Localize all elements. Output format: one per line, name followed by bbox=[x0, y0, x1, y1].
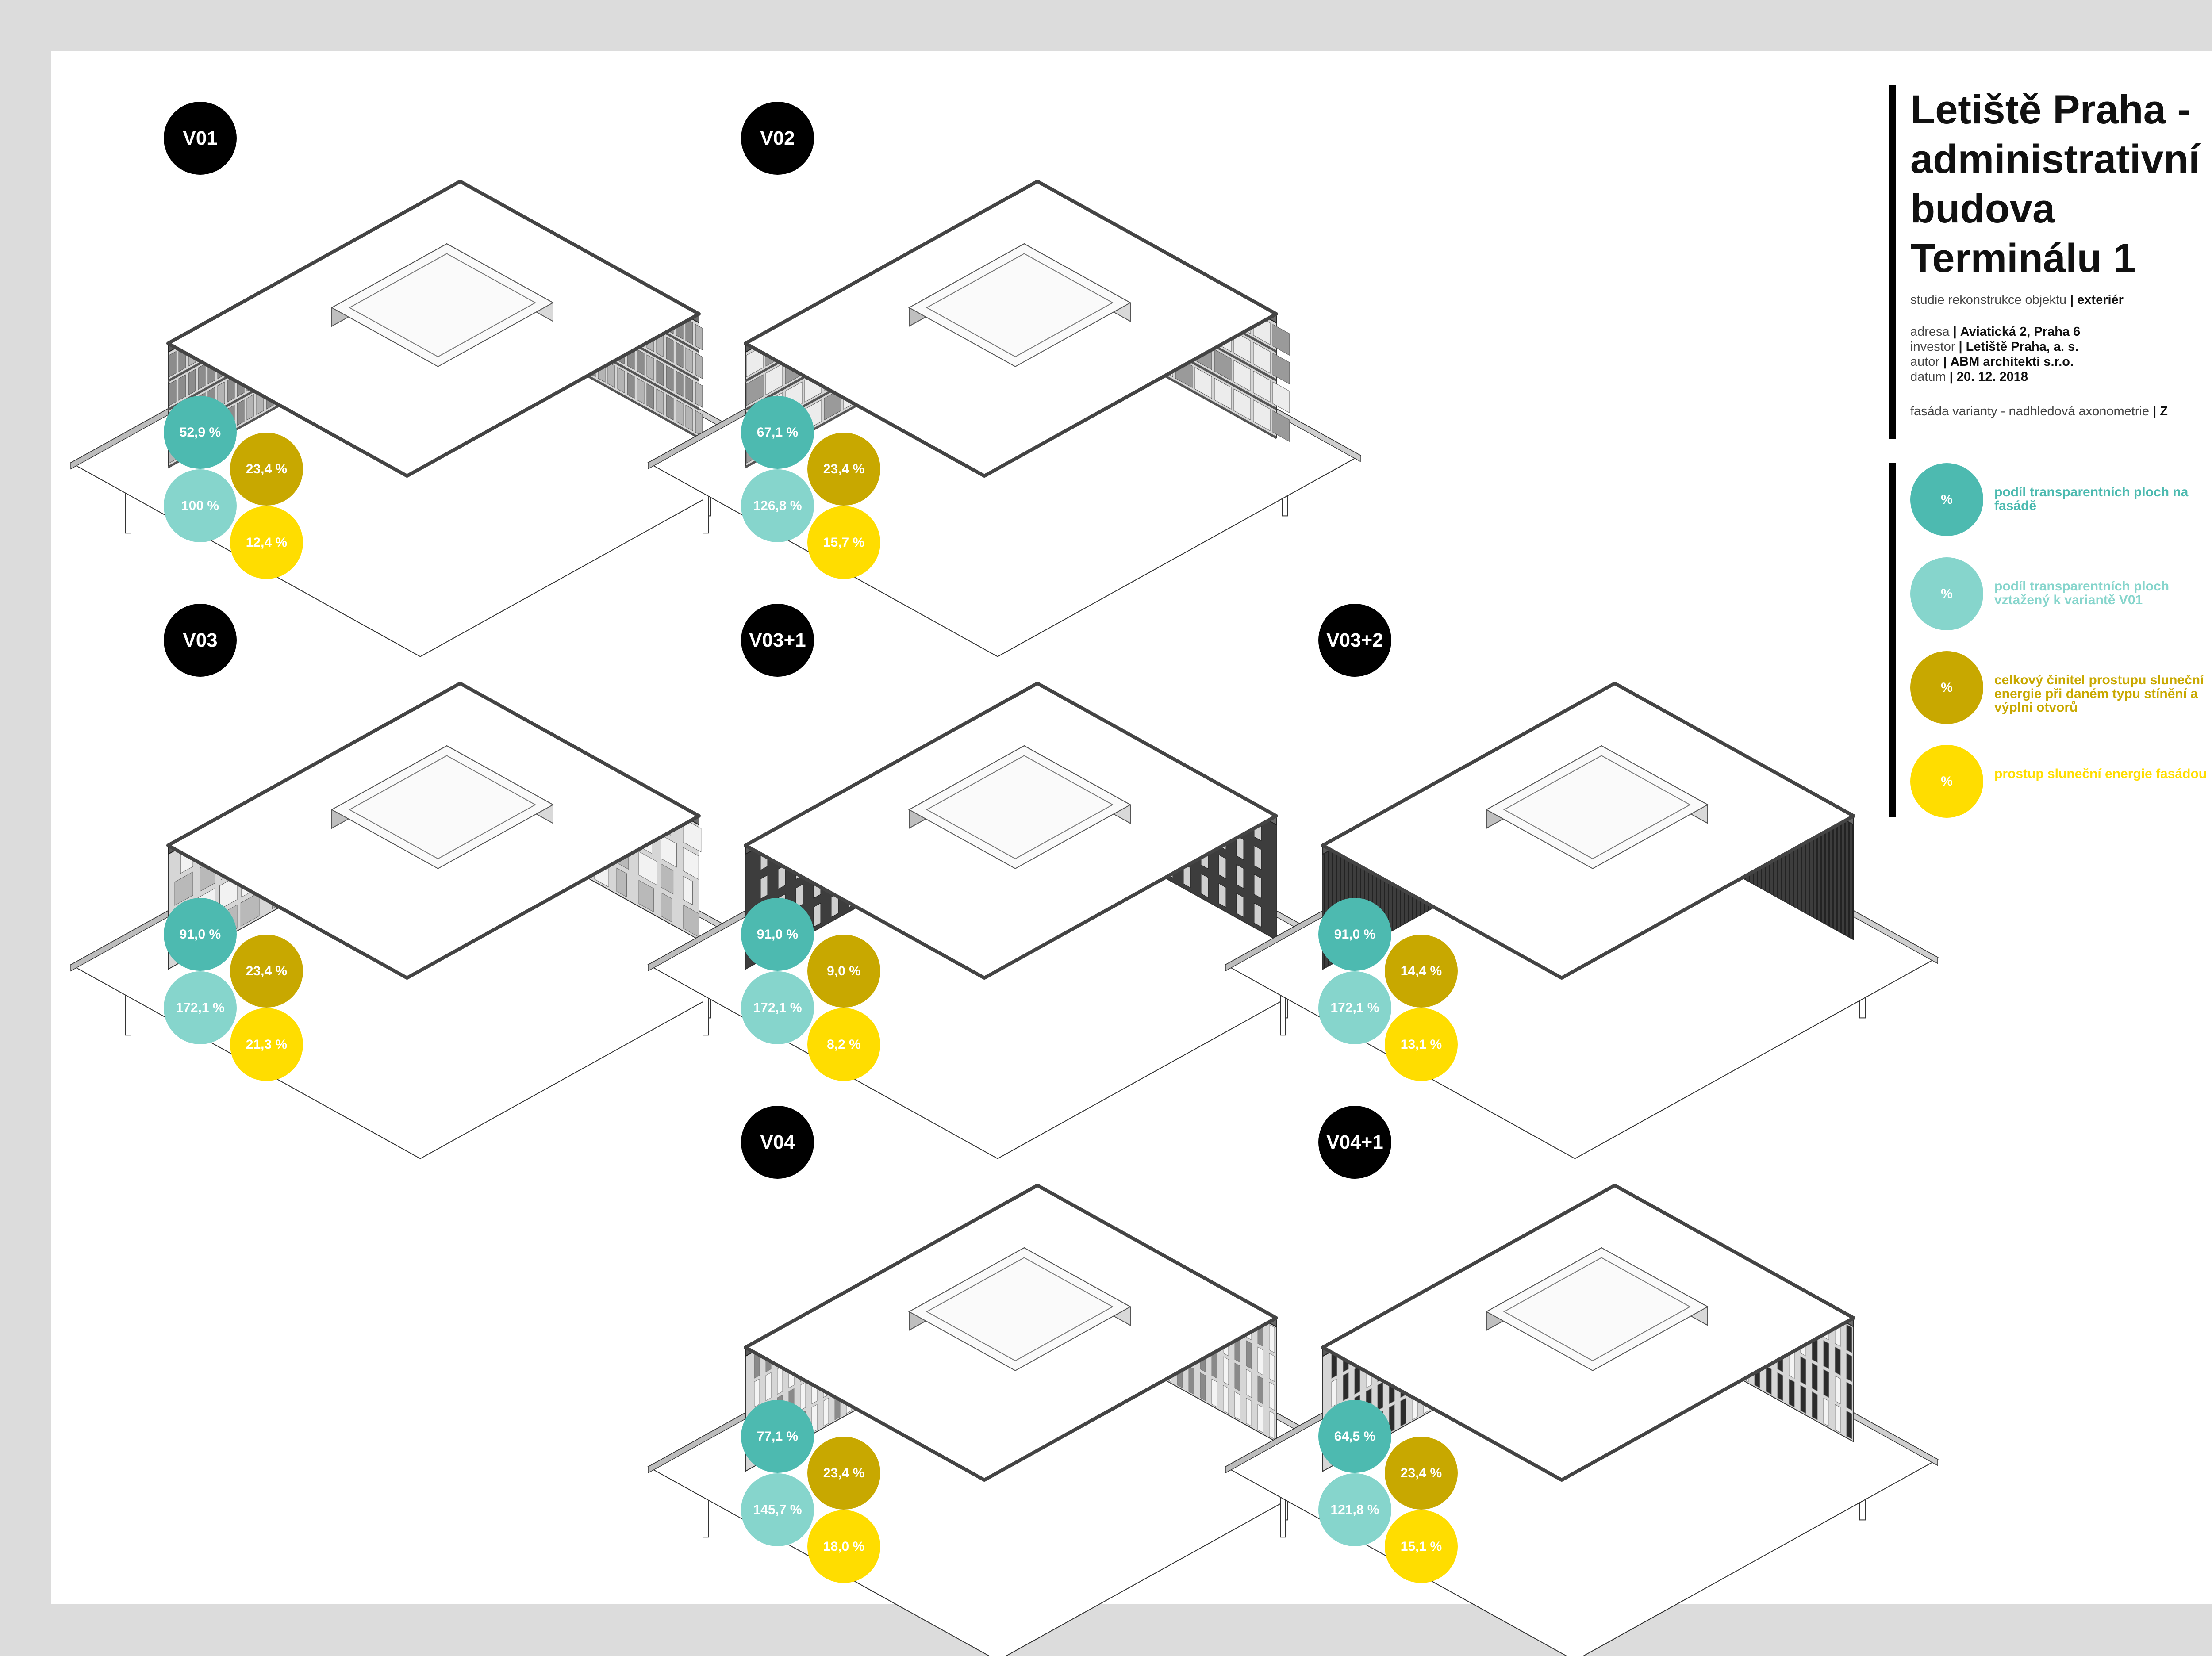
info-value: 20. 12. 2018 bbox=[1956, 370, 2028, 384]
solar-transmission: 15,7 % bbox=[807, 506, 880, 579]
variant-v04: V04 77,1 % 23,4 % 145,7 % 18,0 % bbox=[647, 1101, 1362, 1656]
g-total-value: 23,4 % bbox=[807, 1437, 880, 1510]
variant-label: V04 bbox=[741, 1106, 814, 1179]
legend-text: prostup sluneční energie fasádou bbox=[1994, 767, 2207, 781]
transparency-relative: 145,7 % bbox=[741, 1473, 814, 1546]
study-line: studie rekonstrukce objektu|exteriér bbox=[1910, 293, 2124, 307]
variant-v01: V01 52,9 % 23,4 % 100 % 12,4 % bbox=[69, 97, 784, 657]
solar-transmission: 8,2 % bbox=[807, 1008, 880, 1081]
transparency-share: 91,0 % bbox=[1318, 898, 1391, 971]
transparency-share: 64,5 % bbox=[1318, 1400, 1391, 1473]
legend-swatch: % bbox=[1910, 463, 1983, 536]
solar-transmission: 13,1 % bbox=[1385, 1008, 1458, 1081]
legend-text: celkový činitel prostupu sluneční energi… bbox=[1994, 673, 2204, 715]
view-label: fasáda varianty - nadhledová axonometrie bbox=[1910, 404, 2150, 418]
info-investor: investor | Letiště Praha, a. s. bbox=[1910, 340, 2078, 354]
g-total-value: 14,4 % bbox=[1385, 935, 1458, 1008]
info-label: investor bbox=[1910, 340, 1955, 354]
legend-swatch: % bbox=[1910, 651, 1983, 724]
transparency-relative: 172,1 % bbox=[1318, 971, 1391, 1044]
g-total-value: 23,4 % bbox=[230, 433, 303, 506]
info-value: Aviatická 2, Praha 6 bbox=[1960, 325, 2081, 339]
legend-item-solar: % prostup sluneční energie fasádou bbox=[1910, 745, 2212, 818]
transparency-share: 67,1 % bbox=[741, 396, 814, 469]
transparency-share: 91,0 % bbox=[741, 898, 814, 971]
solar-transmission: 21,3 % bbox=[230, 1008, 303, 1081]
variant-label: V03+1 bbox=[741, 604, 814, 677]
legend-text: podíl transparentních ploch na fasádě bbox=[1994, 485, 2189, 513]
transparency-relative: 100 % bbox=[164, 469, 237, 542]
info-label: autor bbox=[1910, 355, 1940, 369]
g-total-value: 23,4 % bbox=[230, 935, 303, 1008]
variant-v03-1: V03+1 91,0 % 9,0 % 172,1 % 8,2 % bbox=[647, 599, 1362, 1159]
transparency-relative: 121,8 % bbox=[1318, 1473, 1391, 1546]
separator: | bbox=[2070, 293, 2074, 307]
legend-text: podíl transparentních ploch vztažený k v… bbox=[1994, 579, 2170, 607]
transparency-share: 52,9 % bbox=[164, 396, 237, 469]
view-value: Z bbox=[2160, 404, 2168, 418]
info-author: autor|ABM architekti s.r.o. bbox=[1910, 355, 2074, 369]
solar-transmission: 15,1 % bbox=[1385, 1510, 1458, 1583]
legend-rule bbox=[1889, 463, 1896, 817]
info-value: ABM architekti s.r.o. bbox=[1950, 355, 2074, 369]
legend-swatch: % bbox=[1910, 745, 1983, 818]
transparency-relative: 172,1 % bbox=[164, 971, 237, 1044]
variant-v04-1: V04+1 64,5 % 23,4 % 121,8 % 15,1 % bbox=[1224, 1101, 1939, 1656]
separator: | bbox=[1943, 355, 1947, 369]
variant-label: V02 bbox=[741, 102, 814, 175]
info-label: adresa bbox=[1910, 325, 1950, 339]
separator: | bbox=[1949, 370, 1953, 384]
legend-item-transparency: % podíl transparentních ploch na fasádě bbox=[1910, 463, 2212, 536]
view-line: fasáda varianty - nadhledová axonometrie… bbox=[1910, 404, 2168, 419]
title-rule bbox=[1889, 85, 1896, 439]
solar-transmission: 12,4 % bbox=[230, 506, 303, 579]
variant-label: V01 bbox=[164, 102, 237, 175]
variant-v02: V02 67,1 % 23,4 % 126,8 % 15,7 % bbox=[647, 97, 1362, 657]
info-label: datum bbox=[1910, 370, 1946, 384]
variant-label: V04+1 bbox=[1318, 1106, 1391, 1179]
variant-label: V03+2 bbox=[1318, 604, 1391, 677]
solar-transmission: 18,0 % bbox=[807, 1510, 880, 1583]
legend-item-g-total: % celkový činitel prostupu sluneční ener… bbox=[1910, 651, 2212, 724]
page-title: Letiště Praha - administrativní budova T… bbox=[1910, 87, 2200, 281]
separator: | bbox=[2153, 404, 2157, 418]
g-total-value: 23,4 % bbox=[1385, 1437, 1458, 1510]
variant-label: V03 bbox=[164, 604, 237, 677]
separator: | bbox=[1953, 325, 1957, 339]
info-address: adresa|Aviatická 2, Praha 6 bbox=[1910, 325, 2080, 339]
legend-swatch: % bbox=[1910, 557, 1983, 630]
info-value: Letiště Praha, a. s. bbox=[1966, 340, 2079, 354]
g-total-value: 23,4 % bbox=[807, 433, 880, 506]
separator: | bbox=[1959, 340, 1962, 354]
g-total-value: 9,0 % bbox=[807, 935, 880, 1008]
transparency-relative: 172,1 % bbox=[741, 971, 814, 1044]
transparency-share: 77,1 % bbox=[741, 1400, 814, 1473]
building-axonometry bbox=[647, 1184, 1362, 1656]
transparency-relative: 126,8 % bbox=[741, 469, 814, 542]
variant-v03-2: V03+2 91,0 % 14,4 % 172,1 % 13,1 % bbox=[1224, 599, 1939, 1159]
variant-v03: V03 91,0 % 23,4 % 172,1 % 21,3 % bbox=[69, 599, 784, 1159]
study-value: exteriér bbox=[2077, 293, 2124, 307]
legend-item-relative: % podíl transparentních ploch vztažený k… bbox=[1910, 557, 2212, 630]
study-label: studie rekonstrukce objektu bbox=[1910, 293, 2067, 307]
info-date: datum|20. 12. 2018 bbox=[1910, 370, 2028, 384]
transparency-share: 91,0 % bbox=[164, 898, 237, 971]
